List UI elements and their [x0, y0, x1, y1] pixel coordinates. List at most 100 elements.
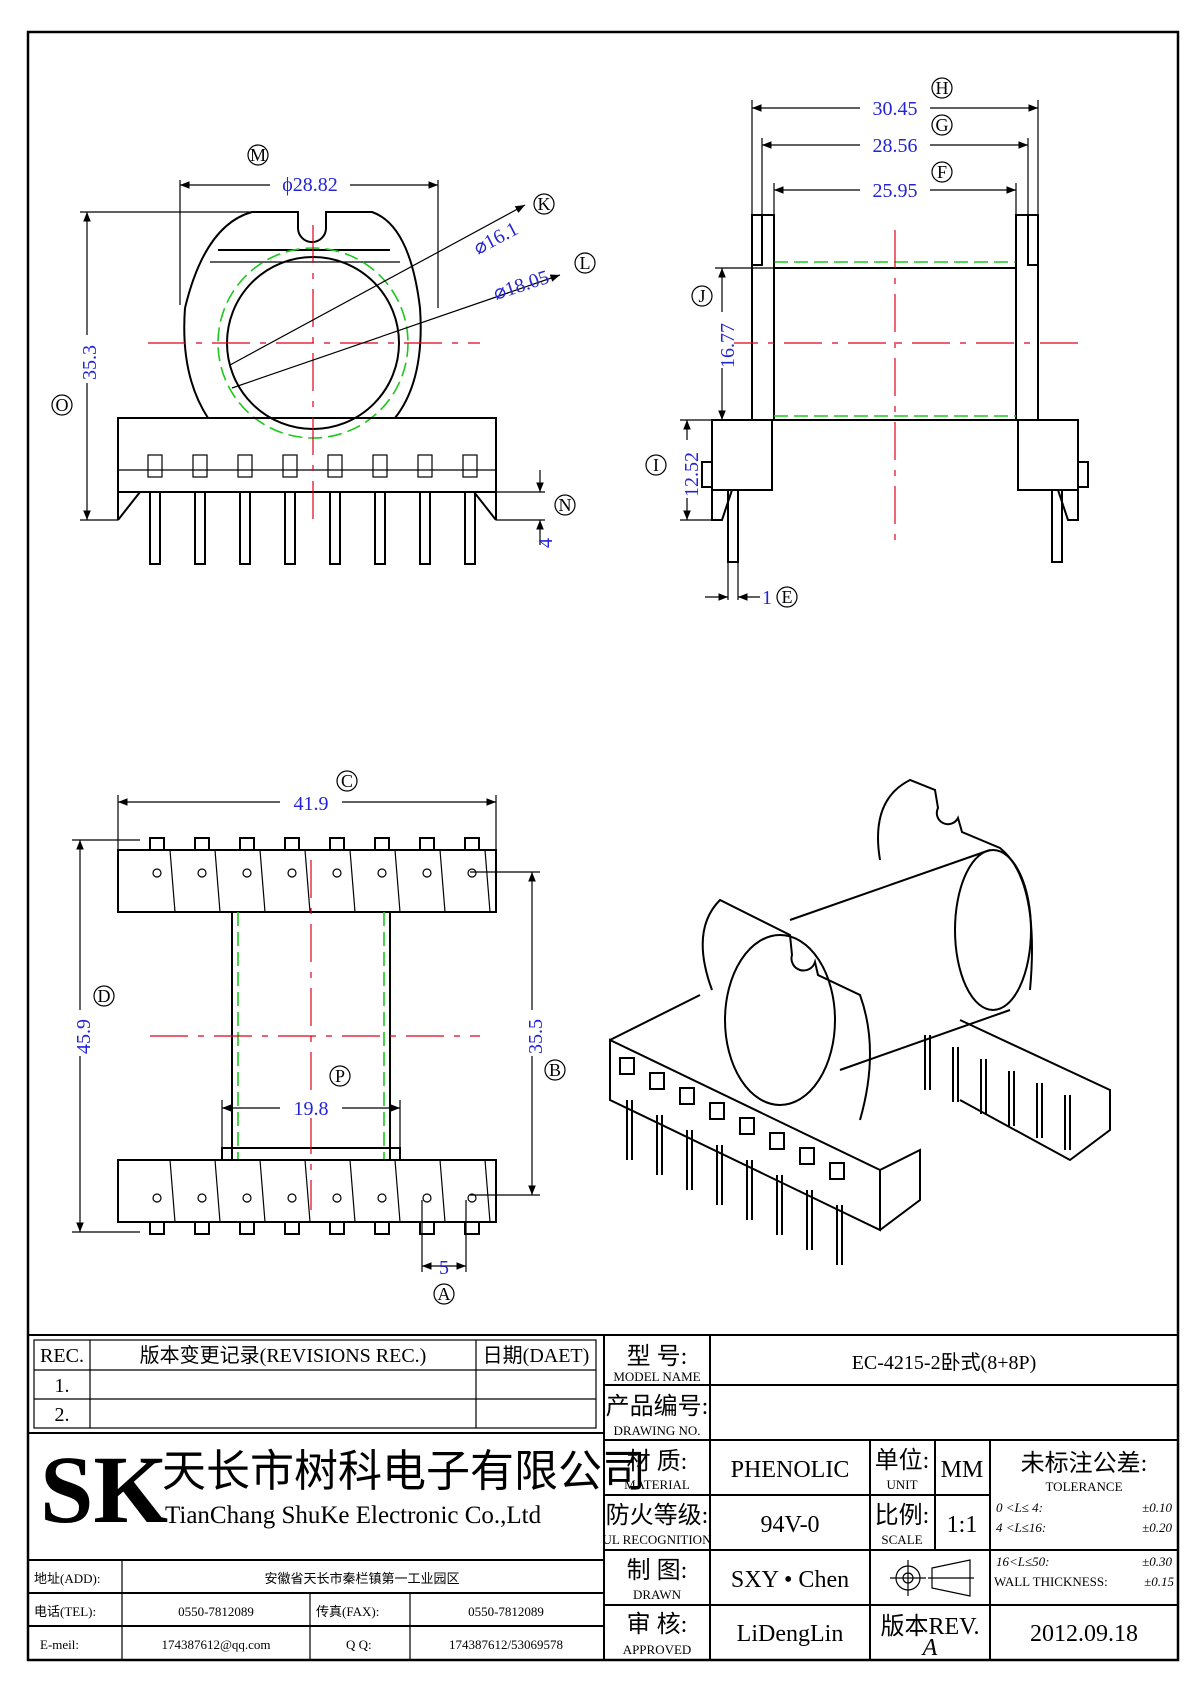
bottom-pin-divider [214, 849, 221, 913]
bottom-pin-tab [239, 1221, 255, 1235]
tol-value-1: ±0.10 [1142, 1500, 1172, 1515]
bottom-pin-tab [194, 1221, 210, 1235]
iso-pin-tab [799, 1147, 815, 1165]
fax-value: 0550-7812089 [468, 1604, 544, 1619]
dim-C-value: 41.9 [294, 793, 329, 815]
bottom-pin-divider [304, 849, 311, 913]
front-pin [329, 491, 341, 565]
bottom-pin-tab [464, 1221, 480, 1235]
tol-range-3: 16<L≤50: [996, 1554, 1049, 1569]
label-O: O [56, 395, 69, 415]
bottom-pin-hole [287, 1193, 297, 1203]
label-C: C [341, 771, 353, 791]
rev-col-date: 日期(DAET) [483, 1345, 590, 1367]
front-pin [239, 491, 251, 565]
scale-label-cn: 比例: [875, 1502, 930, 1529]
side-view: 30.45 H 28.56 G 25.95 F 16.77 J 12.52 I [645, 77, 1089, 609]
label-P: P [335, 1066, 345, 1086]
projection-symbol [890, 1559, 974, 1597]
bottom-pin-tab [419, 1221, 435, 1235]
front-pin [194, 491, 206, 565]
bottom-pin-divider [439, 1159, 446, 1223]
label-G: G [936, 115, 949, 135]
email-value: 174387612@qq.com [161, 1637, 270, 1652]
qq-value: 174387612/53069578 [449, 1637, 563, 1652]
drawing-no-label-cn: 产品编号: [606, 1393, 709, 1420]
company-name-en: TianChang ShuKe Electronic Co.,Ltd [165, 1502, 542, 1529]
drawing-no-label-en: DRAWING NO. [613, 1423, 700, 1438]
front-notch [282, 454, 298, 478]
bottom-pin-tab [284, 837, 300, 851]
bottom-view: 41.9 C 45.9 D 35.5 B 19.8 P 5 A [68, 770, 566, 1305]
dim-G-value: 28.56 [873, 135, 918, 157]
dim-D-value: 45.9 [73, 1019, 95, 1054]
fax-label: 传真(FAX): [316, 1604, 379, 1619]
bottom-pin-tab [239, 837, 255, 851]
bottom-pin-divider [169, 849, 176, 913]
bottom-pin-hole [332, 1193, 342, 1203]
front-notch [417, 454, 433, 478]
bottom-pin-hole [332, 868, 342, 878]
approved-label-cn: 审 核: [627, 1611, 688, 1638]
bottom-pin-divider [349, 1159, 356, 1223]
unit-value: MM [941, 1457, 984, 1483]
dim-M-value: ϕ28.82 [282, 174, 338, 196]
label-M: M [250, 145, 266, 165]
bottom-pin-divider [169, 1159, 176, 1223]
bottom-pin-divider [259, 1159, 266, 1223]
drawn-value: SXY • Chen [731, 1567, 849, 1593]
bottom-pin-hole [152, 1193, 162, 1203]
front-notch [462, 454, 478, 478]
bottom-pin-hole [197, 1193, 207, 1203]
front-view: ϕ28.82 M ⌀16.1 K ⌀18.05 L 35.3 O 4 N [51, 144, 596, 565]
tolerance-title-en: TOLERANCE [1045, 1479, 1122, 1494]
bottom-pin-divider [259, 849, 266, 913]
isometric-view [609, 778, 1111, 1265]
label-I: I [653, 455, 659, 475]
bottom-pin-divider [394, 1159, 401, 1223]
dim-A-value: 5 [439, 1257, 449, 1279]
qq-label: Q Q: [346, 1637, 372, 1652]
bottom-pin-divider [439, 849, 446, 913]
model-value: EC-4215-2卧式(8+8P) [852, 1351, 1037, 1374]
ul-label-cn: 防火等级: [606, 1502, 709, 1529]
bottom-pin-tab [374, 837, 390, 851]
bottom-pin-hole [242, 1193, 252, 1203]
date-value: 2012.09.18 [1030, 1621, 1138, 1647]
title-block: REC. 版本变更记录(REVISIONS REC.) 日期(DAET) 1. … [27, 1334, 1179, 1661]
bottom-pin-hole [422, 868, 432, 878]
bottom-pin-hole [467, 868, 477, 878]
label-F: F [937, 162, 947, 182]
front-notch [192, 454, 208, 478]
tol-wall-label: WALL THICKNESS: [994, 1574, 1108, 1589]
bottom-pin-tab [464, 837, 480, 851]
bottom-pin-tab [194, 837, 210, 851]
dim-E-value: 1 [762, 587, 772, 609]
unit-label-cn: 单位: [875, 1447, 930, 1474]
front-notch [237, 454, 253, 478]
drawn-label-cn: 制 图: [627, 1557, 688, 1584]
approved-value: LiDengLin [737, 1621, 844, 1647]
tol-value-2: ±0.20 [1142, 1520, 1172, 1535]
bottom-pin-tab [329, 837, 345, 851]
front-notch [327, 454, 343, 478]
model-label-cn: 型 号: [627, 1343, 688, 1370]
front-pin [284, 491, 296, 565]
bottom-pin-divider [484, 849, 491, 913]
material-value: PHENOLIC [731, 1457, 850, 1483]
material-label-cn: 材 质: [627, 1448, 688, 1475]
bottom-pin-divider [349, 849, 356, 913]
bottom-pin-hole [242, 868, 252, 878]
tol-range-2: 4 <L≤16: [996, 1520, 1046, 1535]
dim-F-value: 25.95 [873, 180, 918, 202]
bottom-pin-hole [467, 1193, 477, 1203]
iso-pin-tab [679, 1087, 695, 1105]
dim-O-value: 35.3 [79, 345, 101, 380]
bottom-pin-tab [149, 1221, 165, 1235]
company-logo: SK [40, 1436, 168, 1543]
bottom-pin-divider [214, 1159, 221, 1223]
front-pin [149, 491, 161, 565]
rev-col-desc: 版本变更记录(REVISIONS REC.) [140, 1344, 427, 1367]
tel-value: 0550-7812089 [178, 1604, 254, 1619]
